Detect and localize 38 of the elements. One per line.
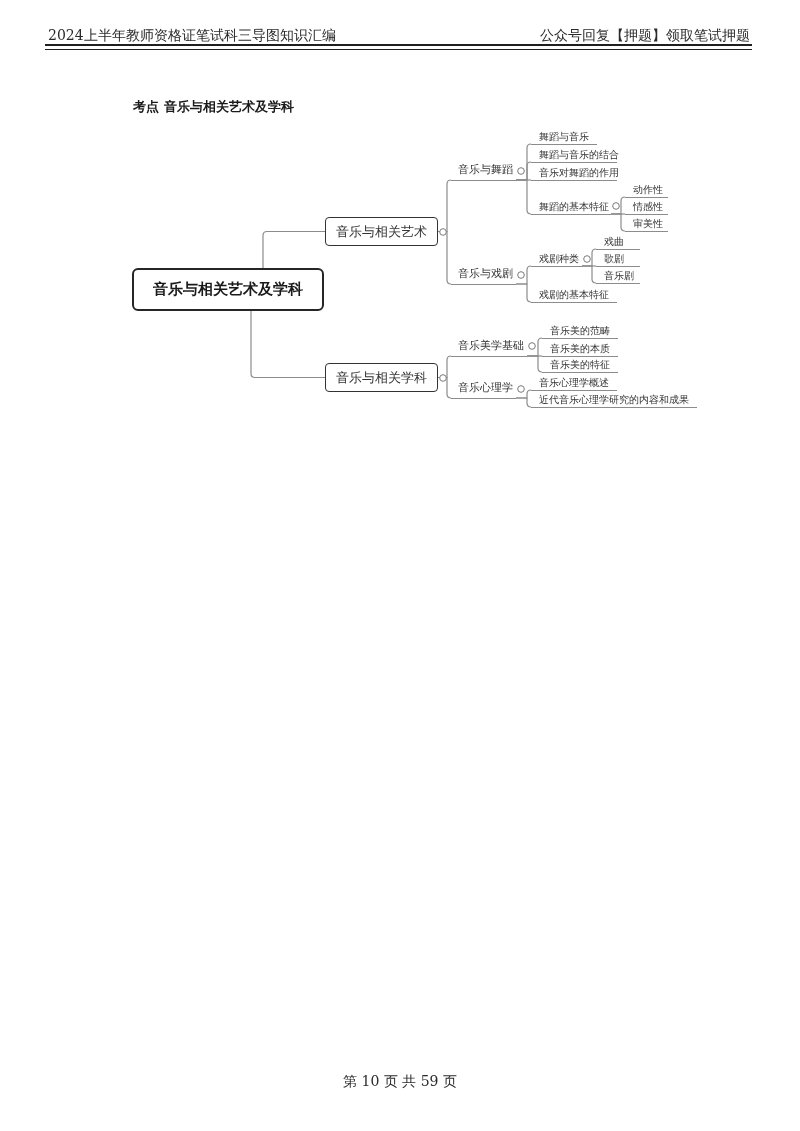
subtopic-label: 舞蹈与音乐: [531, 129, 597, 145]
branch-connector: [437, 376, 452, 399]
root-topic-box: 音乐与相关艺术及学科: [132, 268, 324, 311]
main-topic-box: 音乐与相关艺术: [325, 217, 438, 246]
branch-connector: [262, 230, 326, 269]
subtopic-label: 音乐对舞蹈的作用: [531, 165, 617, 181]
subtopic-label: 音乐美的范畴: [542, 323, 618, 339]
page-number: 第 10 页 共 59 页: [343, 1072, 457, 1090]
subtopic-label: 舞蹈与音乐的结合: [531, 147, 617, 163]
subtopic-label: 近代音乐心理学研究的内容和成果: [531, 392, 697, 408]
subtopic-label: 舞蹈的基本特征: [531, 199, 611, 215]
subtopic-label: 音乐美的特征: [542, 357, 618, 373]
subtopic-label: 情感性: [625, 199, 668, 215]
branch-connector: [515, 179, 532, 215]
subtopic-label: 音乐美学基础: [451, 336, 527, 357]
header-text: 2024上半年教师资格证笔试科三导图知识汇编: [48, 26, 336, 44]
branch-connector: [437, 230, 452, 285]
branch-connector: [526, 355, 543, 373]
subtopic-label: 歌剧: [596, 251, 640, 267]
subtopic-label: 音乐心理学: [451, 378, 516, 399]
subtopic-label: 音乐剧: [596, 268, 640, 284]
main-topic-box: 音乐与相关学科: [325, 363, 438, 392]
branch-connector: [610, 213, 626, 232]
section-title: 考点 音乐与相关艺术及学科: [133, 98, 294, 116]
subtopic-label: 音乐与戏剧: [451, 264, 516, 285]
subtopic-label: 音乐美的本质: [542, 341, 618, 357]
header-text: 公众号回复【押题】领取笔试押题: [540, 26, 750, 44]
subtopic-label: 音乐与舞蹈: [451, 160, 516, 181]
subtopic-label: 音乐心理学概述: [531, 375, 617, 391]
subtopic-label: 戏剧的基本特征: [531, 287, 617, 303]
subtopic-label: 动作性: [625, 182, 668, 198]
subtopic-label: 戏曲: [596, 234, 640, 250]
subtopic-label: 审美性: [625, 216, 668, 232]
branch-connector: [515, 397, 532, 408]
branch-connector: [581, 265, 597, 284]
branch-connector: [515, 283, 532, 303]
branch-connector: [250, 310, 326, 379]
subtopic-label: 戏剧种类: [531, 251, 582, 267]
